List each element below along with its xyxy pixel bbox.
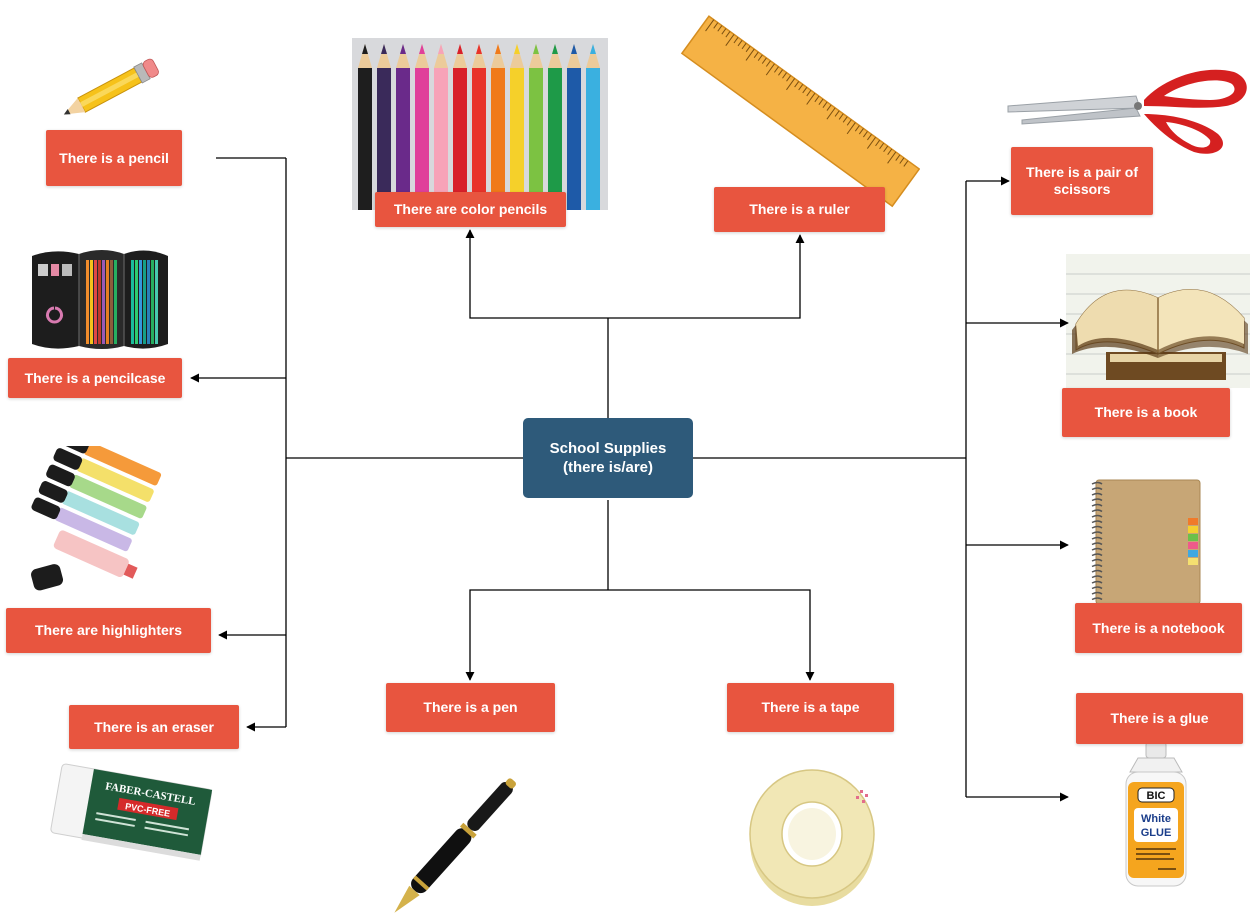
color-pencils-icon xyxy=(352,38,608,210)
tape-roll-icon xyxy=(749,769,875,906)
node-notebook[interactable]: There is a notebook xyxy=(1075,603,1242,653)
scissors-icon xyxy=(1007,69,1247,154)
node-tape-label: There is a tape xyxy=(761,699,860,715)
pencil-case-icon xyxy=(32,250,168,349)
node-highlighters[interactable]: There are highlighters xyxy=(6,608,211,653)
highlighters-icon xyxy=(31,446,162,591)
node-highlighters-label: There are highlighters xyxy=(34,622,183,638)
node-pencil[interactable]: There is a pencil xyxy=(46,130,182,186)
node-eraser[interactable]: There is an eraser xyxy=(69,705,239,749)
central-topic-title: School Supplies xyxy=(549,440,667,457)
pencil-icon xyxy=(63,58,159,115)
notebook-icon xyxy=(1091,479,1201,605)
node-book[interactable]: There is a book xyxy=(1062,388,1230,437)
node-pen-label: There is a pen xyxy=(423,699,518,715)
node-pencilcase[interactable]: There is a pencilcase xyxy=(8,358,182,398)
node-eraser-label: There is an eraser xyxy=(94,718,214,735)
node-pencil-label: There is a pencil xyxy=(59,149,169,166)
node-book-label: There is a book xyxy=(1094,404,1198,420)
node-ruler-label: There is a ruler xyxy=(749,201,850,217)
node-scissors[interactable]: There is a pair of scissors xyxy=(1011,147,1153,215)
node-scissors-label: There is a pair of scissors xyxy=(1025,164,1139,197)
node-tape[interactable]: There is a tape xyxy=(727,683,894,732)
ruler-icon xyxy=(680,15,920,208)
node-glue-label: There is a glue xyxy=(1110,710,1209,726)
eraser-icon: FABER-CASTELL PVC-FREE xyxy=(50,763,213,861)
node-color-pencils-label: There are color pencils xyxy=(393,201,548,217)
node-pencilcase-label: There is a pencilcase xyxy=(24,369,166,386)
fountain-pen-icon xyxy=(394,778,516,913)
central-topic-node[interactable]: School Supplies (there is/are) xyxy=(523,418,693,498)
glue-name-line2: GLUE xyxy=(1141,827,1172,839)
glue-bottle-icon: BIC White GLUE xyxy=(1125,742,1187,887)
node-color-pencils[interactable]: There are color pencils xyxy=(375,192,566,227)
book-icon xyxy=(1066,254,1250,388)
node-ruler[interactable]: There is a ruler xyxy=(714,187,885,232)
node-notebook-label: There is a notebook xyxy=(1092,619,1225,636)
glue-name-line1: White xyxy=(1141,813,1171,825)
node-pen[interactable]: There is a pen xyxy=(386,683,555,732)
central-topic-subtitle: (there is/are) xyxy=(562,459,654,476)
glue-brand-text: BIC xyxy=(1147,790,1166,802)
node-glue[interactable]: There is a glue xyxy=(1076,693,1243,744)
